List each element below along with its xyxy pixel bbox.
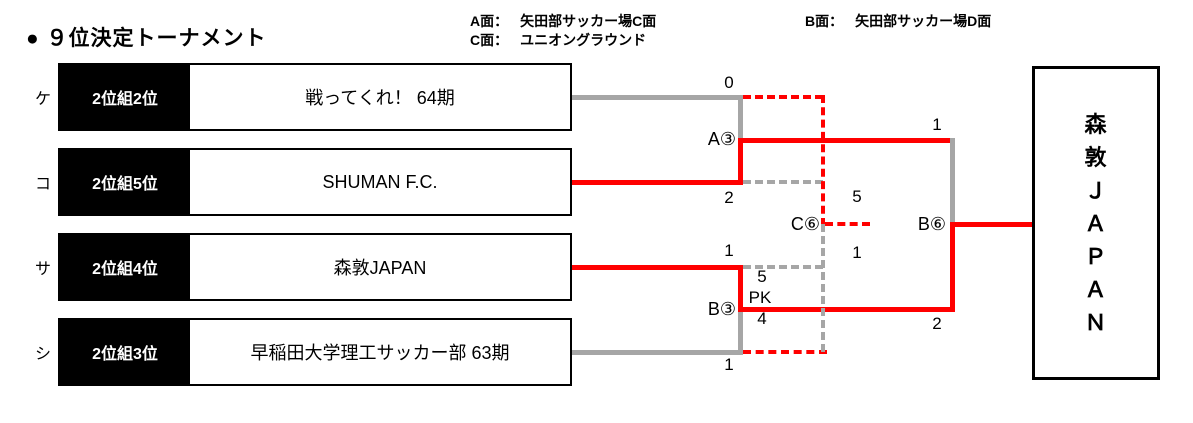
score-c6-bottom: 1	[852, 243, 862, 262]
venue-a-label: A面：	[470, 13, 509, 29]
match-b3-label: B③	[707, 299, 736, 319]
page-title: ● ９位決定トーナメント	[26, 27, 267, 50]
team-row-1: 2位組2位 戦ってくれ！ 64期	[58, 63, 572, 131]
venue-note-c: C面： ユニオングラウンド	[470, 31, 646, 49]
line-team1	[572, 95, 743, 100]
seed-badge: 2位組2位	[60, 65, 190, 129]
team-name: SHUMAN F.C.	[190, 150, 570, 214]
dashed-vert-upper	[821, 95, 825, 226]
row-label-shi: シ	[34, 346, 51, 363]
team-name: 森敦JAPAN	[190, 235, 570, 299]
match-a3-vert-winner	[738, 138, 743, 185]
line-team3	[572, 265, 743, 270]
champion-name: 森 敦 Ｊ Ａ Ｐ Ａ Ｎ	[1084, 111, 1108, 335]
venue-b-name: 矢田部サッカー場D面	[855, 13, 992, 29]
dashed-vert-lower	[821, 224, 825, 352]
line-team4	[572, 350, 743, 355]
match-a3-vert-loser	[738, 95, 743, 142]
seed-badge: 2位組3位	[60, 320, 190, 384]
team-row-2: 2位組5位 SHUMAN F.C.	[58, 148, 572, 216]
seed-badge: 2位組5位	[60, 150, 190, 214]
venue-note-a: A面： 矢田部サッカー場C面	[470, 12, 656, 30]
venue-b-label: B面：	[805, 13, 844, 29]
score-b3-top: 1	[724, 241, 734, 260]
team-name: 戦ってくれ！ 64期	[190, 65, 570, 129]
team-name: 早稲田大学理工サッカー部 63期	[190, 320, 570, 384]
match-b3-vert-winner	[738, 265, 743, 312]
venue-c-label: C面：	[470, 32, 509, 48]
score-a3-bottom: 2	[724, 188, 734, 207]
dashed-loserB-h	[743, 350, 827, 354]
venue-a-name: 矢田部サッカー場C面	[520, 13, 657, 29]
team-row-4: 2位組3位 早稲田大学理工サッカー部 63期	[58, 318, 572, 386]
dashed-winnerB-h	[743, 265, 823, 269]
dashed-winnerA-h	[743, 180, 823, 184]
score-a3-top: 0	[724, 73, 734, 92]
dashed-loserA-h	[743, 95, 823, 99]
match-b6-vert-loser	[950, 138, 955, 227]
venue-c-name: ユニオングラウンド	[520, 32, 647, 48]
match-b3-winner-line	[738, 307, 955, 312]
row-label-ko: コ	[34, 176, 51, 193]
match-b6-label: B⑥	[917, 214, 946, 234]
match-c6-label: C⑥	[790, 214, 820, 234]
seed-badge: 2位組4位	[60, 235, 190, 299]
match-a3-winner-line	[738, 138, 955, 143]
champion-box: 森 敦 Ｊ Ａ Ｐ Ａ Ｎ	[1032, 66, 1160, 380]
team-row-3: 2位組4位 森敦JAPAN	[58, 233, 572, 301]
score-c6-top: 5	[852, 187, 862, 206]
match-b6-vert-winner	[950, 222, 955, 312]
row-label-ke: ケ	[34, 91, 51, 108]
score-b3-bottom: 1	[724, 355, 734, 374]
champion-line	[950, 222, 1032, 227]
score-b6-bottom: 2	[932, 314, 942, 333]
score-b6-top: 1	[932, 115, 942, 134]
score-b3-pk-bottom: 4	[757, 309, 767, 328]
venue-note-b: B面： 矢田部サッカー場D面	[805, 12, 991, 30]
line-team2	[572, 180, 743, 185]
match-c6-winner-dash	[825, 222, 870, 226]
match-b3-vert-loser	[738, 307, 743, 355]
score-b3-pk-top: 5	[757, 267, 767, 286]
row-label-sa: サ	[34, 261, 51, 278]
match-a3-label: A③	[707, 129, 736, 149]
label-b3-pk: PK	[748, 288, 772, 307]
